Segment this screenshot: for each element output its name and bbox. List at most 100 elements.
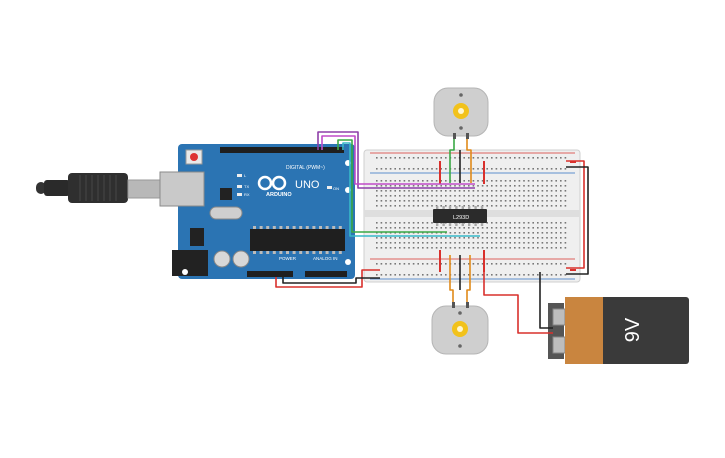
breadboard-hole[interactable]	[477, 242, 479, 244]
breadboard-hole[interactable]	[454, 274, 456, 276]
breadboard-hole[interactable]	[541, 200, 544, 202]
breadboard-hole[interactable]	[537, 242, 539, 244]
breadboard-hole[interactable]	[380, 222, 383, 224]
breadboard-hole[interactable]	[560, 195, 562, 197]
breadboard-hole[interactable]	[472, 200, 475, 202]
breadboard-hole[interactable]	[426, 190, 429, 192]
breadboard-hole[interactable]	[555, 157, 557, 159]
breadboard-hole[interactable]	[500, 227, 502, 229]
breadboard-hole[interactable]	[481, 227, 484, 229]
breadboard-hole[interactable]	[550, 200, 553, 202]
breadboard-hole[interactable]	[472, 242, 475, 244]
breadboard-hole[interactable]	[449, 237, 452, 239]
breadboard-hole[interactable]	[523, 232, 525, 234]
breadboard-hole[interactable]	[435, 157, 438, 159]
breadboard-hole[interactable]	[399, 242, 401, 244]
wire-cyan-1[interactable]	[342, 142, 480, 237]
breadboard-hole[interactable]	[435, 200, 438, 202]
breadboard-hole[interactable]	[518, 205, 521, 207]
breadboard-hole[interactable]	[435, 205, 438, 207]
breadboard-hole[interactable]	[389, 157, 392, 159]
breadboard-hole[interactable]	[408, 222, 410, 224]
breadboard-hole[interactable]	[431, 227, 433, 229]
breadboard-hole[interactable]	[385, 222, 387, 224]
breadboard-hole[interactable]	[431, 205, 433, 207]
breadboard-hole[interactable]	[472, 227, 475, 229]
breadboard-hole[interactable]	[500, 232, 502, 234]
breadboard-hole[interactable]	[385, 157, 387, 159]
breadboard-hole[interactable]	[518, 227, 521, 229]
breadboard-hole[interactable]	[477, 247, 479, 249]
breadboard-hole[interactable]	[481, 190, 484, 192]
breadboard-hole[interactable]	[449, 190, 452, 192]
breadboard-hole[interactable]	[560, 263, 562, 265]
breadboard-hole[interactable]	[440, 205, 442, 207]
breadboard-hole[interactable]	[422, 185, 424, 187]
breadboard-hole[interactable]	[463, 190, 465, 192]
breadboard-hole[interactable]	[449, 232, 452, 234]
breadboard-hole[interactable]	[495, 200, 498, 202]
breadboard-hole[interactable]	[376, 190, 378, 192]
breadboard-hole[interactable]	[491, 180, 493, 182]
breadboard-hole[interactable]	[518, 168, 521, 170]
digital-header[interactable]	[220, 147, 344, 153]
breadboard-hole[interactable]	[426, 168, 429, 170]
breadboard-hole[interactable]	[376, 274, 378, 276]
breadboard-hole[interactable]	[440, 168, 442, 170]
breadboard-hole[interactable]	[509, 168, 511, 170]
breadboard-hole[interactable]	[514, 200, 516, 202]
breadboard-hole[interactable]	[394, 157, 396, 159]
breadboard-hole[interactable]	[472, 190, 475, 192]
breadboard-hole[interactable]	[440, 237, 442, 239]
breadboard-hole[interactable]	[426, 157, 429, 159]
breadboard-hole[interactable]	[550, 180, 553, 182]
breadboard-hole[interactable]	[550, 190, 553, 192]
breadboard-hole[interactable]	[514, 242, 516, 244]
breadboard-hole[interactable]	[458, 247, 461, 249]
breadboard-hole[interactable]	[426, 247, 429, 249]
breadboard-hole[interactable]	[514, 227, 516, 229]
breadboard-hole[interactable]	[495, 274, 498, 276]
breadboard-hole[interactable]	[380, 190, 383, 192]
breadboard-hole[interactable]	[541, 168, 544, 170]
breadboard-hole[interactable]	[504, 200, 507, 202]
breadboard-hole[interactable]	[541, 274, 544, 276]
breadboard-hole[interactable]	[376, 242, 378, 244]
breadboard-hole[interactable]	[440, 190, 442, 192]
breadboard-hole[interactable]	[458, 205, 461, 207]
breadboard-hole[interactable]	[394, 190, 396, 192]
breadboard-hole[interactable]	[481, 247, 484, 249]
breadboard-hole[interactable]	[399, 185, 401, 187]
breadboard-hole[interactable]	[422, 227, 424, 229]
breadboard-hole[interactable]	[412, 185, 415, 187]
breadboard-hole[interactable]	[412, 157, 415, 159]
breadboard-hole[interactable]	[537, 222, 539, 224]
breadboard-hole[interactable]	[376, 263, 378, 265]
breadboard-hole[interactable]	[445, 247, 447, 249]
breadboard-hole[interactable]	[546, 222, 548, 224]
breadboard-hole[interactable]	[532, 227, 534, 229]
breadboard-hole[interactable]	[394, 263, 396, 265]
breadboard-hole[interactable]	[454, 205, 456, 207]
breadboard-hole[interactable]	[463, 195, 465, 197]
breadboard-hole[interactable]	[389, 200, 392, 202]
breadboard-hole[interactable]	[389, 232, 392, 234]
breadboard-hole[interactable]	[435, 180, 438, 182]
breadboard-hole[interactable]	[445, 205, 447, 207]
breadboard-hole[interactable]	[376, 180, 378, 182]
breadboard-hole[interactable]	[560, 237, 562, 239]
breadboard-hole[interactable]	[504, 168, 507, 170]
breadboard-hole[interactable]	[500, 205, 502, 207]
breadboard-hole[interactable]	[440, 185, 442, 187]
breadboard-hole[interactable]	[403, 232, 406, 234]
breadboard-hole[interactable]	[504, 157, 507, 159]
breadboard-hole[interactable]	[468, 205, 470, 207]
breadboard-hole[interactable]	[518, 195, 521, 197]
breadboard-hole[interactable]	[541, 180, 544, 182]
breadboard-hole[interactable]	[486, 237, 488, 239]
breadboard-hole[interactable]	[376, 157, 378, 159]
breadboard-hole[interactable]	[380, 237, 383, 239]
breadboard-hole[interactable]	[394, 237, 396, 239]
breadboard-hole[interactable]	[546, 242, 548, 244]
breadboard-hole[interactable]	[435, 242, 438, 244]
